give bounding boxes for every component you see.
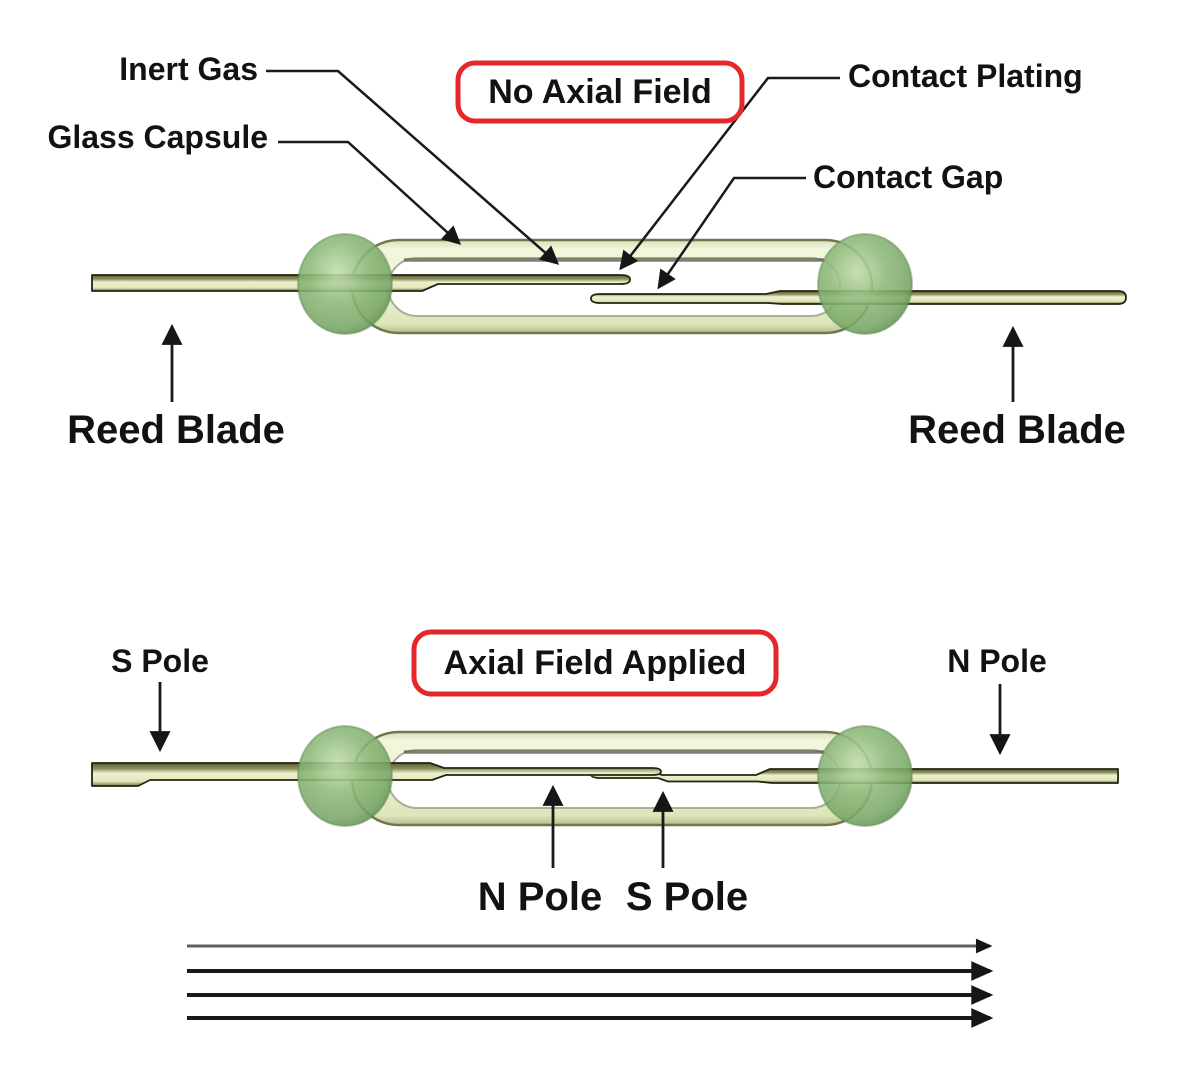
label-s-pole-left: S Pole — [111, 643, 209, 679]
label-s-pole-contact: S Pole — [626, 875, 748, 919]
title-no-axial-field: No Axial Field — [488, 73, 712, 111]
label-n-pole-right: N Pole — [947, 643, 1047, 679]
title-box-no-axial-field — [455, 60, 745, 124]
reed-switch-closed — [91, 725, 1119, 827]
glass-bead-right — [817, 233, 913, 335]
top-diagram: No Axial Field Inert Gas Glass Capsule C… — [47, 51, 1127, 452]
glass-bead-left — [297, 233, 393, 335]
leader-glass-capsule — [278, 140, 462, 245]
label-contact-plating: Contact Plating — [848, 58, 1083, 94]
title-axial-field-applied: Axial Field Applied — [444, 644, 747, 682]
label-n-pole-contact: N Pole — [478, 875, 602, 919]
label-glass-capsule: Glass Capsule — [47, 119, 268, 155]
title-box-axial-field-applied — [411, 629, 779, 697]
leader-inert-gas — [266, 69, 560, 265]
glass-bead-right — [817, 725, 913, 827]
leader-contact-gap — [657, 176, 806, 290]
capsule-cavity — [387, 257, 841, 317]
label-inert-gas: Inert Gas — [119, 51, 258, 87]
reed-switch-open — [91, 233, 1127, 335]
magnetic-field-lines — [187, 938, 994, 1028]
label-reed-blade-right: Reed Blade — [908, 408, 1126, 452]
label-reed-blade-left: Reed Blade — [67, 408, 285, 452]
leader-contact-plating — [619, 76, 840, 271]
label-contact-gap: Contact Gap — [813, 159, 1003, 195]
glass-bead-left — [297, 725, 393, 827]
bottom-diagram: Axial Field Applied S Pole N Pole N Pole… — [91, 629, 1119, 1028]
